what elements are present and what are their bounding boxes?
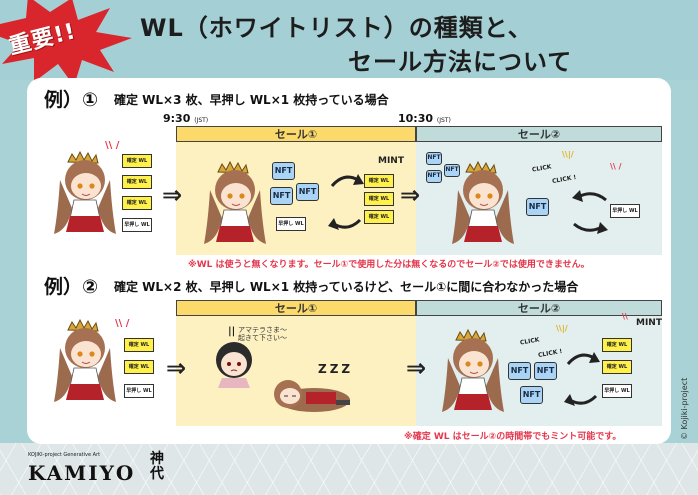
hayaoshi-wl-ticket: 早押し WL <box>276 217 306 231</box>
page-title-line1: WL（ホワイトリスト）の種類と、 <box>140 14 533 42</box>
hayaoshi-wl-ticket: 早押し WL <box>602 384 632 398</box>
example1-subtitle: 確定 WL×3 枚、早押し WL×1 枚持っている場合 <box>114 93 389 107</box>
sale1-header: セール① <box>176 300 416 316</box>
kakutei-wl-ticket: 確定 WL <box>124 338 154 352</box>
page-title-line2: セール方法について <box>348 48 573 76</box>
nft-card-small: NFT <box>444 164 460 177</box>
example2-note: ※確定 WL はセール②の時間帯でもミント可能です。 <box>404 432 622 442</box>
exclaim-icon: \\ / <box>105 140 120 151</box>
burst-badge-icon <box>0 0 132 86</box>
nft-card-small: NFT <box>426 170 442 183</box>
cycle-arrows-icon <box>572 190 608 234</box>
kakutei-wl-ticket: 確定 WL <box>122 175 152 189</box>
brand-logo: KAMIYO <box>28 461 136 485</box>
kakutei-wl-ticket: 確定 WL <box>124 360 154 374</box>
shout-lines-icon: || <box>228 326 236 337</box>
nft-card: NFT <box>270 187 293 205</box>
example1-note: ※WL は使うと無くなります。セール①で使用した分は無くなるのでセール②では使用… <box>188 260 590 270</box>
exclaim-icon: \\ / <box>610 162 622 171</box>
character-illustration <box>54 318 116 402</box>
kakutei-wl-ticket: 確定 WL <box>364 174 394 188</box>
hayaoshi-wl-ticket: 早押し WL <box>124 384 154 398</box>
tap-effect-icon: \\|/ <box>562 150 574 159</box>
sale2-header: セール② <box>416 126 662 142</box>
maid-character-illustration <box>216 342 252 388</box>
hayaoshi-wl-ticket: 早押し WL <box>122 218 152 232</box>
kakutei-wl-ticket: 確定 WL <box>602 360 632 374</box>
example1-label: 例）① <box>44 89 99 111</box>
nft-card: NFT <box>272 162 295 180</box>
time-10-30: 10:30 (JST) <box>398 112 451 125</box>
double-arrow-icon: ⇒ <box>400 181 421 209</box>
sale1-header: セール① <box>176 126 416 142</box>
hayaoshi-wl-ticket: 早押し WL <box>610 204 640 218</box>
nft-card: NFT <box>508 362 531 380</box>
nft-card: NFT <box>296 183 319 201</box>
kakutei-wl-ticket: 確定 WL <box>602 338 632 352</box>
nft-card: NFT <box>526 198 549 216</box>
double-arrow-icon: ⇒ <box>166 354 187 382</box>
exclaim-icon: \\ <box>622 312 628 321</box>
nft-card: NFT <box>520 386 543 404</box>
double-arrow-icon: ⇒ <box>406 354 427 382</box>
exclaim-icon: \\ / <box>115 318 130 329</box>
nft-card: NFT <box>534 362 557 380</box>
character-illustration <box>54 150 116 234</box>
example2-label: 例）② <box>44 276 99 298</box>
sleep-zzz: ZZZ <box>318 362 354 376</box>
kakutei-wl-ticket: 確定 WL <box>364 192 394 206</box>
example2-subtitle: 確定 WL×2 枚、早押し WL×1 枚持っているけど、セール①に間に合わなかっ… <box>114 280 579 294</box>
brand-kanji: 神代 <box>150 451 164 482</box>
cycle-arrows-icon <box>564 352 600 406</box>
sale2-header: セール② <box>416 300 662 316</box>
sleeping-character-illustration <box>274 380 350 412</box>
tap-effect-icon: \\|/ <box>556 324 568 333</box>
time-9-30: 9:30 (JST) <box>163 112 209 125</box>
kakutei-wl-ticket: 確定 WL <box>122 154 152 168</box>
nft-card-small: NFT <box>426 152 442 165</box>
double-arrow-icon: ⇒ <box>162 181 183 209</box>
copyright-text: © Kojiki-project <box>680 377 689 440</box>
cycle-arrows-icon <box>328 174 364 230</box>
character-illustration <box>442 328 504 412</box>
mint-label: MINT <box>636 318 662 328</box>
brand-subtitle: KOJIKI-project Generative Art <box>28 452 101 458</box>
kakutei-wl-ticket: 確定 WL <box>122 196 152 210</box>
character-illustration <box>204 160 266 244</box>
mint-label: MINT <box>378 156 404 166</box>
speech-bubble-text: アマテラさま～ 起きて下さい～ <box>238 326 287 343</box>
footer-pattern <box>0 443 698 495</box>
character-illustration <box>452 160 514 244</box>
kakutei-wl-ticket: 確定 WL <box>364 210 394 224</box>
